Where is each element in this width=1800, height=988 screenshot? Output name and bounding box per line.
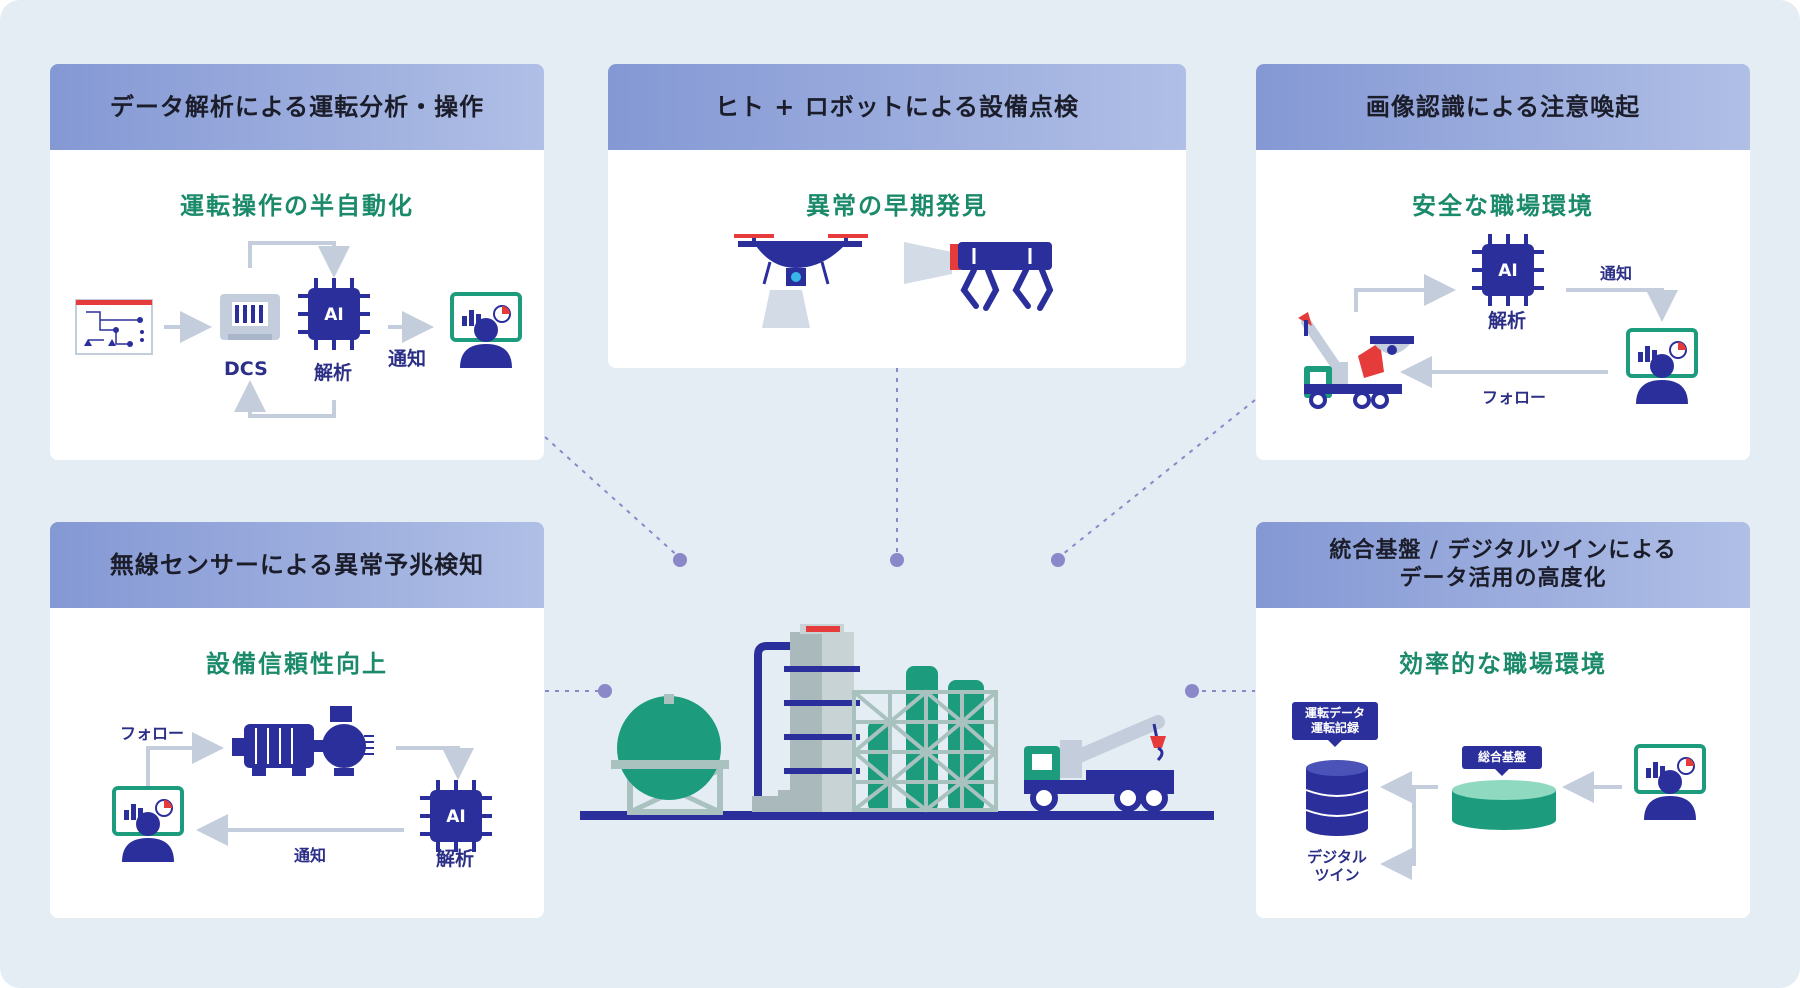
platform-tag: 総合基盤 bbox=[1462, 746, 1542, 776]
card-bottom-left: 無線センサーによる異常予兆検知 設備信頼性向上 フォロー 通知 解析 bbox=[50, 522, 544, 918]
distillation-column-icon bbox=[752, 624, 860, 812]
storage-tanks-icon bbox=[852, 666, 998, 813]
spherical-tank-icon bbox=[611, 694, 729, 815]
connector-top-right bbox=[1057, 399, 1256, 559]
ai-chip-icon: AI bbox=[298, 278, 370, 350]
connector-dots bbox=[598, 553, 1199, 698]
analysis-label: 解析 bbox=[1488, 310, 1527, 332]
ground-line bbox=[580, 811, 1214, 820]
card-subtitle: 効率的な職場環境 bbox=[1399, 650, 1607, 678]
operator-monitor-icon bbox=[112, 786, 184, 862]
crane-truck-icon bbox=[1024, 715, 1174, 812]
card-bottom-right-icons bbox=[1305, 744, 1706, 880]
card-bottom-left-icons: AI bbox=[112, 706, 492, 862]
card-subtitle: 運転操作の半自動化 bbox=[180, 192, 414, 220]
notify-label: 通知 bbox=[388, 348, 427, 370]
notify-label: 通知 bbox=[1600, 264, 1633, 283]
motor-pump-icon bbox=[232, 706, 374, 776]
card-subtitle: 安全な職場環境 bbox=[1412, 192, 1594, 220]
robot-dog-icon bbox=[904, 242, 1054, 311]
follow-label: フォロー bbox=[120, 724, 185, 743]
database-icon bbox=[1305, 760, 1369, 836]
notify-label: 通知 bbox=[294, 846, 327, 865]
card-top-right-icons: AI bbox=[1298, 234, 1698, 409]
dcs-server-icon bbox=[220, 294, 280, 340]
card-title-line2: データ活用の高度化 bbox=[1399, 566, 1607, 591]
svg-text:AI: AI bbox=[446, 807, 465, 827]
card-subtitle: 異常の早期発見 bbox=[806, 192, 988, 220]
connector-top-left bbox=[544, 436, 681, 559]
card-top-right: 画像認識による注意喚起 安全な職場環境 解析 通知 フォロー bbox=[1256, 64, 1750, 460]
svg-text:AI: AI bbox=[324, 305, 343, 325]
connectors bbox=[544, 368, 1256, 692]
records-tag: 運転データ 運転記録 bbox=[1292, 702, 1378, 747]
operator-monitor-icon bbox=[1626, 328, 1698, 404]
flowchart-document-icon bbox=[75, 299, 153, 355]
ai-chip-icon: AI bbox=[420, 780, 492, 852]
card-title: データ解析による運転分析・操作 bbox=[50, 64, 544, 150]
ai-chip-icon: AI bbox=[1472, 234, 1544, 306]
card-title-line1: 統合基盤 / デジタルツインによる bbox=[1329, 538, 1677, 563]
operator-monitor-icon bbox=[1634, 744, 1706, 820]
follow-label: フォロー bbox=[1482, 388, 1547, 407]
card-title: 画像認識による注意喚起 bbox=[1256, 64, 1750, 150]
digital-twin-label: デジタル ツイン bbox=[1307, 848, 1367, 884]
svg-text:AI: AI bbox=[1498, 261, 1517, 281]
analysis-label: 解析 bbox=[314, 362, 353, 384]
card-top-center-icons bbox=[734, 234, 1054, 328]
card-top-left-icons: AI bbox=[75, 241, 522, 418]
platform-icon bbox=[1452, 780, 1556, 830]
card-subtitle: 設備信頼性向上 bbox=[206, 650, 388, 678]
dcs-label: DCS bbox=[224, 358, 268, 380]
analysis-label: 解析 bbox=[436, 848, 475, 870]
card-top-left: データ解析による運転分析・操作 運転操作の半自動化 DCS 解析 通知 bbox=[50, 64, 544, 460]
card-top-center: ヒト + ロボットによる設備点検 異常の早期発見 bbox=[608, 64, 1186, 368]
plant-illustration bbox=[580, 624, 1214, 820]
card-title: ヒト + ロボットによる設備点検 bbox=[608, 64, 1186, 150]
drone-icon bbox=[734, 234, 868, 328]
card-bottom-right: 統合基盤 / デジタルツインによる データ活用の高度化 効率的な職場環境 運転デ… bbox=[1256, 522, 1750, 918]
operator-monitor-icon bbox=[450, 292, 522, 368]
card-title: 無線センサーによる異常予兆検知 bbox=[50, 522, 544, 608]
camera-crane-icon bbox=[1298, 312, 1414, 409]
card-title: 統合基盤 / デジタルツインによる データ活用の高度化 bbox=[1256, 522, 1750, 608]
